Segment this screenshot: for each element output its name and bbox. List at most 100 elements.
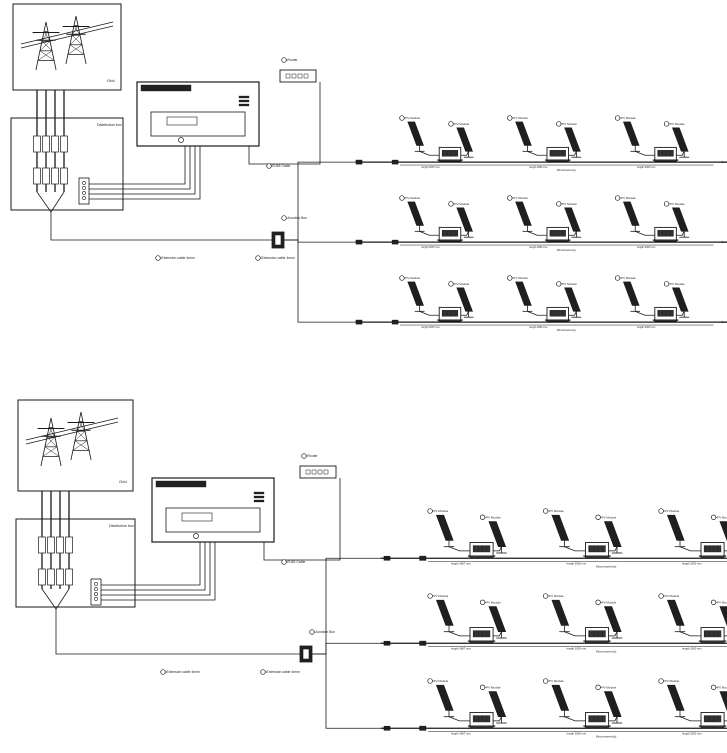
callout-pv_module: PV Module: [710, 684, 727, 690]
gateway-display: [181, 512, 213, 522]
cable-length-label: length 1867 mm: [451, 732, 471, 736]
label: PV Module: [454, 202, 469, 206]
branch-cable: [284, 161, 356, 241]
callout-marker: [658, 678, 664, 684]
microinverter-fins: [588, 715, 606, 723]
dc-cable: [448, 546, 470, 552]
breaker: [47, 568, 55, 586]
gateway-knob: [193, 533, 199, 539]
label: PV Module: [717, 516, 727, 520]
callout-pv_module: PV Module: [448, 121, 469, 127]
transmission-tower-icon: [62, 15, 90, 65]
label: PV Module: [562, 122, 577, 126]
cable-connector: [419, 725, 427, 731]
solar-panel-face: [488, 521, 507, 548]
dc-cable: [679, 631, 701, 637]
gateway-led: [253, 495, 265, 499]
solar-panel-icon: [666, 514, 686, 548]
callout-pv_module: PV Module: [542, 593, 564, 599]
solar-panel-face: [603, 691, 622, 718]
router-port: [317, 469, 323, 475]
pv-string-row: PV Module PV Module length 1867 mm PV Modul…: [355, 195, 727, 252]
solar-panel-face: [488, 691, 507, 718]
terminal: [82, 181, 86, 185]
cable-length-label: length 2050 mm: [529, 166, 547, 169]
callout-marker: [507, 275, 513, 281]
cable-length-label: length 1867 mm: [422, 246, 440, 249]
callout-marker: [614, 115, 621, 121]
solar-panel-face: [564, 127, 581, 152]
solar-panel-icon: [456, 287, 474, 318]
breaker: [38, 536, 46, 554]
solar-panel-face: [719, 606, 727, 627]
grid-box: [12, 3, 122, 91]
callout-marker: [448, 121, 454, 127]
callout-rj45_cable: RJ45 Cable: [281, 559, 305, 565]
cable-length-label: length 1867 mm: [451, 562, 471, 566]
breaker: [56, 536, 64, 554]
solar-panel-icon: [488, 691, 507, 724]
cable-length-label: length 2000 mm: [682, 562, 702, 566]
callout-marker: [260, 669, 266, 675]
gateway-led: [238, 103, 250, 107]
label: PV Module: [549, 594, 564, 598]
callout-junction_box: Junction Box: [309, 629, 335, 635]
solar-panel-icon: [623, 281, 641, 312]
cable-length-label: length 2050 mm: [567, 562, 587, 566]
terminal: [82, 191, 86, 195]
router-port: [311, 469, 317, 475]
solar-panel-face: [407, 281, 424, 306]
microinverter-label: Microinverter(s): [557, 168, 576, 172]
branch-cable: [312, 653, 384, 729]
microinverter-fins: [703, 715, 722, 723]
microinverter-fins: [549, 310, 566, 317]
label: Extension cable 4mm²: [262, 256, 296, 260]
solar-panel-icon: [488, 521, 507, 554]
breaker: [47, 536, 55, 554]
junction-box-window: [274, 234, 282, 246]
solar-panel-face: [515, 201, 532, 226]
label: PV Module: [621, 196, 636, 200]
ac-cable: [101, 542, 201, 586]
microinverter-fins: [472, 545, 491, 553]
breaker: [65, 568, 73, 586]
label: RJ45 Cable: [273, 164, 291, 168]
dc-cable: [724, 550, 727, 552]
callout-pv_module: PV Module: [614, 195, 636, 201]
ac-cable: [101, 542, 211, 596]
label: PV Module: [670, 282, 685, 286]
callout-extension_cable: Extension cable 4mm²: [160, 669, 201, 675]
callout-pv_module: PV Module: [658, 593, 680, 599]
microinverter-label: Microinverter(s): [557, 248, 576, 252]
cable-length-label: length 2050 mm: [529, 246, 547, 249]
gateway-label-strip: [140, 84, 192, 92]
solar-panel-face: [672, 207, 689, 232]
callout-pv_module: PV Module: [507, 195, 528, 201]
label: PV Module: [405, 276, 420, 280]
cable-length-label: length 2000 mm: [637, 166, 655, 169]
dc-cable: [493, 716, 502, 722]
callout-marker: [507, 115, 513, 121]
label: PV Module: [486, 686, 501, 690]
solar-panel-icon: [623, 121, 641, 152]
callout-pv_module: PV Module: [479, 684, 501, 690]
solar-panel-icon: [407, 281, 425, 312]
breaker: [38, 568, 46, 586]
microinverter-icon: [652, 226, 679, 242]
solar-panel-icon: [719, 606, 727, 627]
breaker: [33, 167, 41, 185]
microinverter-icon: [467, 627, 496, 643]
label: PV Module: [562, 202, 577, 206]
callout-marker: [710, 684, 717, 690]
callout-marker: [479, 599, 486, 605]
label: PV Module: [405, 196, 420, 200]
callout-junction_box: Junction Box: [281, 215, 307, 221]
callout-extension_cable: Extension cable 4mm²: [155, 255, 196, 261]
callout-pv_module: PV Module: [479, 599, 501, 605]
microinverter-fins: [441, 310, 459, 317]
dc-cable: [564, 546, 586, 552]
callout-marker: [556, 201, 562, 207]
label: PV Module: [717, 601, 727, 605]
grid-label: Grid: [119, 479, 127, 484]
